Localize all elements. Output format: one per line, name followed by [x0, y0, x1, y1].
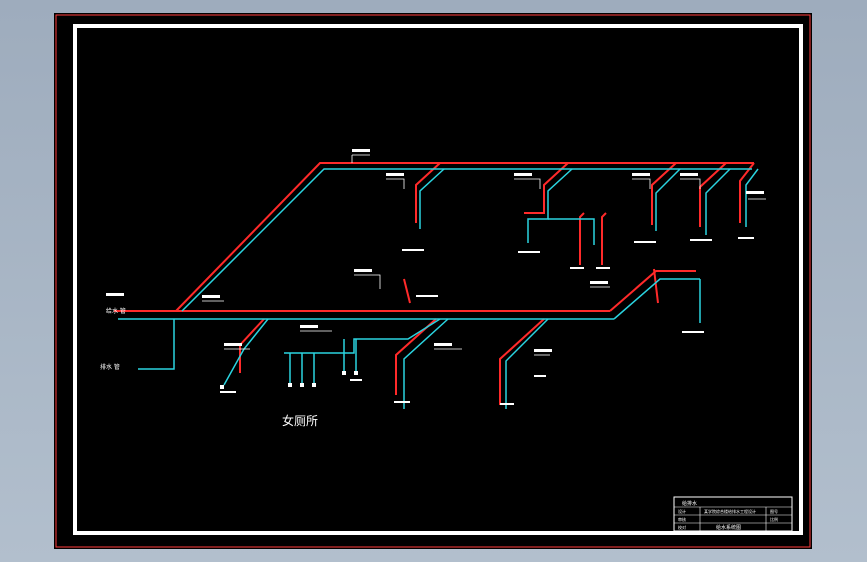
drain-riser	[655, 168, 681, 231]
isometric-plumbing-diagram: 给水 管 排水 管 女厕所 给排水 某学院综合楼给排水工程设计 给水系统图 设计…	[55, 14, 811, 548]
supply-inlet-label: 给水 管	[106, 307, 126, 315]
supply-riser	[524, 162, 569, 214]
supply-riser	[651, 162, 677, 225]
title-block-project: 某学院综合楼给排水工程设计	[704, 508, 756, 514]
drain-riser	[745, 168, 759, 227]
drain-upper-main	[181, 168, 752, 312]
drain-inlet	[138, 319, 175, 370]
drawing-sheet: 给水 管 排水 管 女厕所 给排水 某学院综合楼给排水工程设计 给水系统图 设计…	[54, 13, 812, 549]
sheet-outer-border	[55, 14, 811, 548]
supply-riser	[653, 268, 659, 304]
supply-riser	[403, 278, 411, 304]
tiny-annotations	[106, 149, 764, 405]
title-block-drawing-name: 给水系统图	[716, 524, 741, 531]
drain-washroom-branch	[284, 318, 441, 354]
annotation-leaders	[202, 154, 766, 356]
drain-riser	[403, 318, 449, 409]
supply-upper-main	[175, 162, 754, 312]
fixture-markers	[220, 371, 358, 389]
supply-riser	[579, 212, 585, 265]
title-block-cell: 比例	[770, 516, 778, 522]
drain-riser	[505, 318, 549, 409]
drain-inlet-label: 排水 管	[100, 363, 120, 371]
title-block-row: 审核	[678, 516, 686, 522]
supply-riser	[395, 318, 437, 395]
drawing-frame	[73, 24, 803, 535]
drain-lower-right-branch	[613, 278, 700, 320]
drain-riser	[419, 168, 445, 229]
supply-pipe-network	[114, 162, 755, 405]
supply-riser	[601, 212, 607, 265]
title-block-header: 给排水	[682, 500, 697, 507]
drain-branch	[548, 218, 595, 245]
title-block: 给排水 某学院综合楼给排水工程设计 给水系统图 设计 审核 校对 图号 比例	[673, 496, 793, 532]
supply-riser	[415, 162, 441, 223]
title-block-cell: 图号	[770, 508, 778, 514]
drain-riser	[705, 168, 731, 235]
room-label: 女厕所	[282, 413, 318, 428]
supply-lower-right-branch	[609, 270, 696, 312]
title-block-row: 设计	[678, 508, 686, 514]
supply-riser	[239, 318, 265, 373]
supply-riser	[699, 162, 727, 227]
supply-riser	[499, 318, 545, 405]
drain-riser	[223, 318, 269, 386]
drain-pipe-network	[118, 168, 759, 409]
title-block-row: 校对	[678, 524, 686, 530]
